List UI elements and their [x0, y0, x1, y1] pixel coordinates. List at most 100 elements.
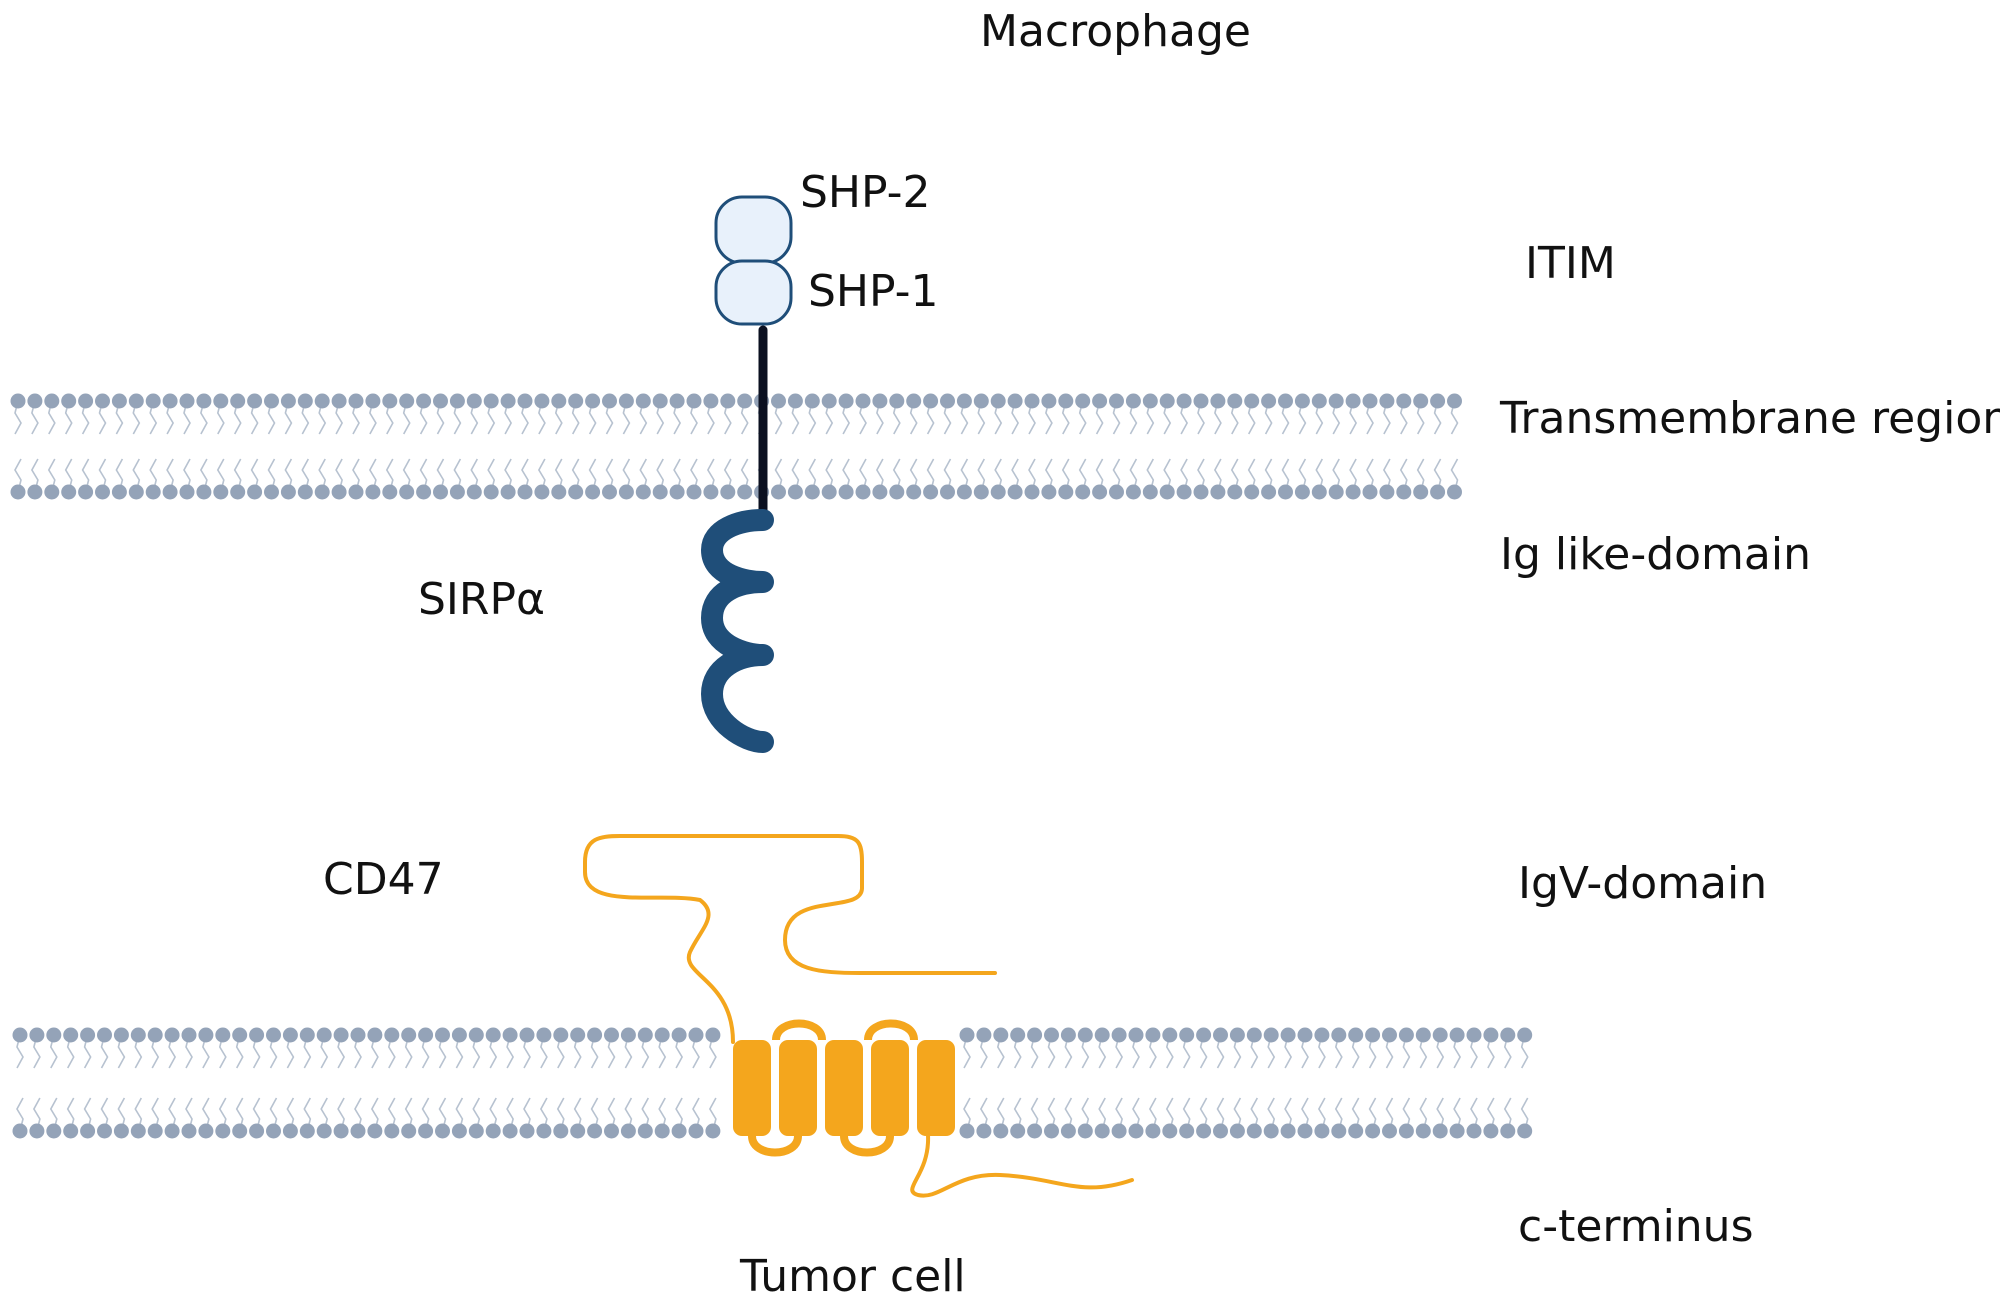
- macrophage-membrane-lipid-head: [720, 484, 736, 500]
- macrophage-membrane-lipid-head: [669, 393, 685, 409]
- tumor-membrane-right-lipid-head: [1432, 1027, 1448, 1043]
- macrophage-membrane-lipid-head: [196, 393, 212, 409]
- macrophage-membrane-lipid-head: [44, 484, 60, 500]
- macrophage-membrane-lipid-tail: [554, 400, 563, 493]
- macrophage-membrane-lipid-head: [1159, 393, 1175, 409]
- tumor-membrane-right-lipid-head: [1500, 1123, 1516, 1139]
- tumor-membrane-left-lipid-head: [80, 1027, 96, 1043]
- tumor-membrane-left-lipid-head: [80, 1123, 96, 1139]
- tumor-membrane-right-lipid-head: [1246, 1027, 1262, 1043]
- macrophage-membrane-lipid-head: [382, 393, 398, 409]
- tumor-membrane-right-lipid-head: [1348, 1123, 1364, 1139]
- tumor-membrane-left-lipid-tail: [607, 1034, 616, 1132]
- tumor-membrane-left-lipid-head: [130, 1027, 146, 1043]
- macrophage-membrane-lipid-tail: [706, 400, 715, 493]
- cd47-helix-loop: [772, 1019, 826, 1041]
- macrophage-membrane-lipid-tail: [1349, 400, 1358, 493]
- tumor-membrane-right-lipid-tail: [1436, 1034, 1445, 1132]
- tumor-membrane-left-lipid-tail: [489, 1034, 498, 1132]
- macrophage-membrane-lipid-head: [466, 393, 482, 409]
- macrophage-membrane-lipid-head: [737, 393, 753, 409]
- tumor-membrane-right-lipid-head: [1297, 1123, 1313, 1139]
- tumor-membrane-right-lipid-head: [1128, 1027, 1144, 1043]
- macrophage-membrane-lipid-head: [1294, 484, 1310, 500]
- cd47-transmembrane-helices: [733, 1019, 955, 1157]
- tumor-membrane-left-lipid-head: [198, 1123, 214, 1139]
- tumor-membrane-right-lipid-head: [1162, 1123, 1178, 1139]
- tumor-membrane-left-lipid-head: [435, 1027, 450, 1043]
- macrophage-membrane-lipid-tail: [47, 400, 56, 493]
- tumor-membrane-right-lipid-head: [1111, 1027, 1127, 1043]
- macrophage-membrane-lipid-tail: [1197, 400, 1205, 493]
- sirpa-ig-like-domain-coil: [701, 509, 774, 753]
- macrophage-membrane-lipid-head: [1024, 484, 1040, 500]
- macrophage-membrane-lipid-tail: [402, 400, 411, 493]
- tumor-membrane-right-lipid-tail: [1368, 1034, 1377, 1132]
- macrophage-membrane-lipid-head: [703, 484, 719, 500]
- macrophage-membrane-lipid-head: [27, 393, 43, 409]
- tumor-membrane-left-lipid-head: [604, 1123, 619, 1139]
- macrophage-membrane-lipid-head: [179, 484, 195, 500]
- tumor-membrane-right-lipid-head: [1483, 1027, 1499, 1043]
- macrophage-membrane-lipid-tail: [1264, 400, 1273, 493]
- macrophage-membrane-lipid-head: [1041, 393, 1057, 409]
- macrophage-membrane-lipid-head: [973, 484, 989, 500]
- tumor-membrane-right-lipid-head: [1517, 1027, 1533, 1043]
- macrophage-membrane-lipid-head: [365, 393, 381, 409]
- macrophage-membrane-lipid-head: [399, 393, 415, 409]
- macrophage-membrane-lipid-tail: [537, 400, 546, 493]
- tumor-membrane-left-lipid-tail: [66, 1034, 75, 1132]
- macrophage-membrane-lipid-head: [247, 484, 263, 500]
- tumor-membrane-left-lipid-head: [688, 1027, 704, 1043]
- tumor-membrane-left-lipid-tail: [556, 1034, 565, 1132]
- macrophage-membrane-lipid-head: [652, 484, 668, 500]
- tumor-membrane-left-lipid-tail: [658, 1034, 667, 1132]
- tumor-membrane-right-lipid-tail: [1453, 1034, 1462, 1132]
- tumor-membrane-right-lipid-head: [1398, 1123, 1414, 1139]
- macrophage-membrane-lipid-head: [1041, 484, 1057, 500]
- tumor-membrane-left-lipid-tail: [134, 1034, 143, 1132]
- macrophage-membrane-lipid-head: [44, 393, 60, 409]
- macrophage-membrane-lipid-head: [1261, 484, 1277, 500]
- macrophage-membrane-lipid-head: [1024, 393, 1040, 409]
- macrophage-membrane-lipid-tail: [1011, 400, 1020, 493]
- macrophage-membrane-lipid-head: [956, 484, 972, 500]
- macrophage-membrane-lipid-tail: [571, 400, 580, 493]
- tumor-membrane-left-lipid-head: [637, 1027, 653, 1043]
- macrophage-membrane-lipid-tail: [64, 400, 73, 493]
- macrophage-membrane-lipid-tail: [723, 400, 732, 493]
- macrophage-membrane-lipid-head: [213, 393, 229, 409]
- tumor-membrane-right-lipid-head: [1196, 1123, 1212, 1139]
- tumor-membrane-left-lipid-tail: [83, 1034, 92, 1132]
- tumor-membrane-right-lipid-tail: [963, 1034, 971, 1132]
- macrophage-membrane-lipid-head: [416, 484, 432, 500]
- macrophage-membrane-lipid-tail: [1180, 400, 1189, 493]
- macrophage-membrane-lipid-head: [872, 484, 888, 500]
- macrophage-membrane-lipid-head: [78, 484, 94, 500]
- tumor-membrane-left-lipid-head: [333, 1027, 349, 1043]
- tumor-membrane-right-lipid-tail: [1351, 1034, 1360, 1132]
- tumor-membrane-right-lipid-head: [1213, 1123, 1228, 1139]
- tumor-membrane-left-lipid-head: [418, 1027, 434, 1043]
- macrophage-membrane-lipid-head: [1227, 393, 1243, 409]
- tumor-membrane-left-lipid-head: [164, 1027, 180, 1043]
- tumor-membrane-right-lipid-tail: [1165, 1034, 1174, 1132]
- tumor-membrane-right-lipid-tail: [1503, 1034, 1512, 1132]
- macrophage-membrane-lipid-head: [331, 484, 347, 500]
- tumor-membrane-right-lipid-head: [1027, 1123, 1043, 1139]
- tumor-membrane-left-lipid-tail: [624, 1034, 633, 1132]
- tumor-membrane-right-lipid-head: [1517, 1123, 1533, 1139]
- macrophage-membrane-lipid-tail: [1028, 400, 1036, 493]
- tumor-membrane-left-lipid-tail: [573, 1034, 582, 1132]
- macrophage-membrane-lipid-head: [213, 484, 229, 500]
- tumor-membrane-right-lipid-head: [1415, 1123, 1431, 1139]
- tumor-membrane-right-lipid-tail: [979, 1034, 988, 1132]
- macrophage-membrane-lipid-tail: [1281, 400, 1290, 493]
- tumor-membrane-right-lipid-head: [1466, 1123, 1482, 1139]
- macrophage-membrane-lipid-tail: [385, 400, 394, 493]
- macrophage-membrane-lipid-head: [568, 484, 584, 500]
- macrophage-membrane-lipid-head: [585, 484, 601, 500]
- cd47-igv-domain-loop: [583, 834, 997, 1044]
- tumor-membrane-right-lipid-head: [976, 1123, 992, 1139]
